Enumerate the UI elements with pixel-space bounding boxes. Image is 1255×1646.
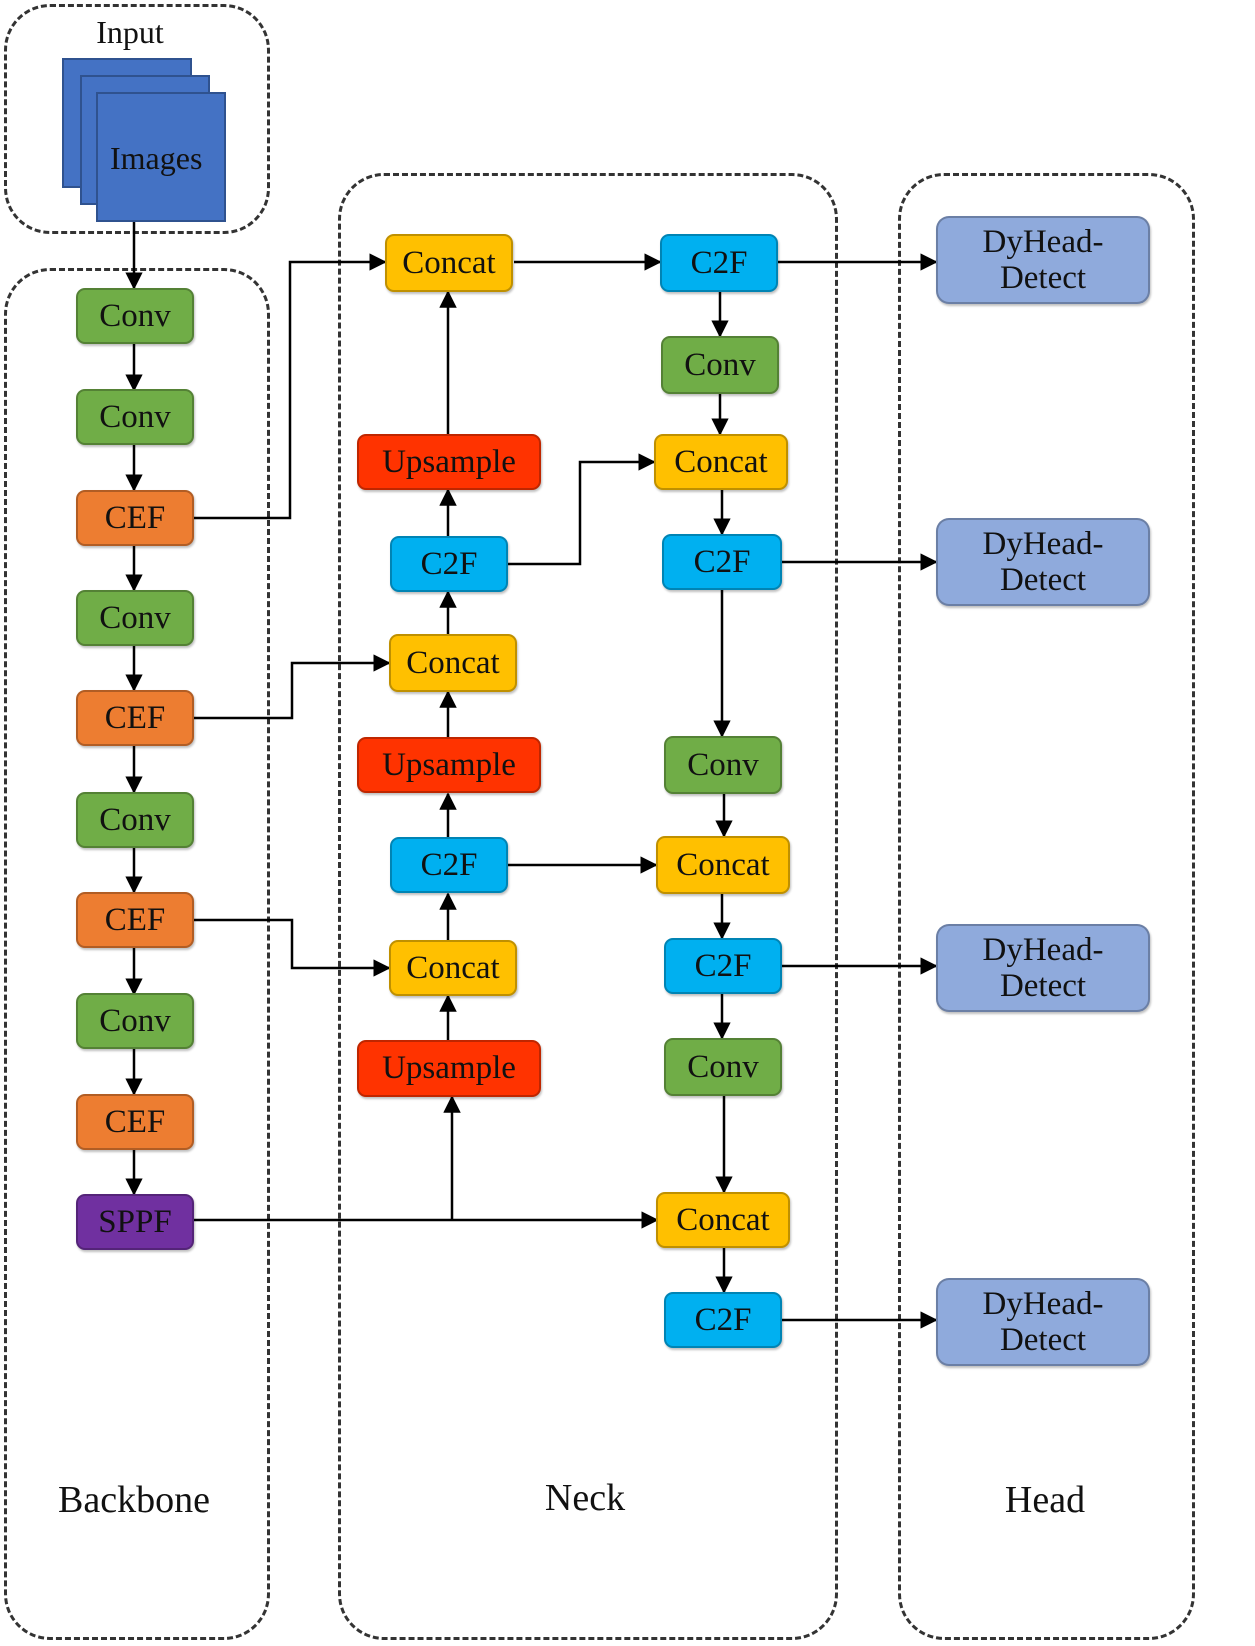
neck-right-concat-3: Concat — [656, 1192, 790, 1248]
neck-upsample-3: Upsample — [357, 1040, 541, 1097]
backbone-conv-4: Conv — [76, 792, 194, 848]
neck-right-concat-2: Concat — [656, 836, 790, 894]
neck-concat-1: Concat — [385, 234, 513, 292]
arrow-cef1-concat1 — [194, 253, 387, 520]
neck-right-concat-1: Concat — [654, 434, 788, 490]
backbone-sppf: SPPF — [76, 1194, 194, 1250]
backbone-conv-1: Conv — [76, 288, 194, 344]
neck-right-conv-3: Conv — [664, 1038, 782, 1096]
neck-right-c2f-4: C2F — [664, 1292, 782, 1348]
neck-upsample-2: Upsample — [357, 737, 541, 793]
head-group — [898, 173, 1195, 1640]
backbone-cef-4: CEF — [76, 1094, 194, 1150]
input-label: Input — [96, 14, 164, 50]
neck-concat-2: Concat — [389, 634, 517, 692]
backbone-conv-2: Conv — [76, 389, 194, 445]
input-group — [4, 4, 270, 234]
backbone-cef-1: CEF — [76, 490, 194, 546]
neck-c2f-2: C2F — [390, 837, 508, 893]
neck-upsample-1: Upsample — [357, 434, 541, 490]
neck-right-c2f-2: C2F — [662, 534, 782, 590]
neck-right-conv-2: Conv — [664, 736, 782, 794]
neck-right-conv-1: Conv — [661, 336, 779, 394]
neck-right-c2f-1: C2F — [660, 234, 778, 292]
head-dyhead-detect-2: DyHead- Detect — [936, 518, 1150, 606]
head-dyhead-detect-4: DyHead- Detect — [936, 1278, 1150, 1366]
backbone-conv-5: Conv — [76, 993, 194, 1049]
neck-group — [338, 173, 838, 1640]
neck-c2f-1: C2F — [390, 536, 508, 592]
image-stack-front — [96, 92, 226, 222]
arrow-cef2-concat2 — [194, 654, 391, 720]
arrow-cef3-concat3 — [194, 918, 391, 977]
backbone-group — [4, 268, 270, 1640]
head-dyhead-detect-3: DyHead- Detect — [936, 924, 1150, 1012]
images-label: Images — [110, 140, 203, 176]
backbone-cef-2: CEF — [76, 690, 194, 746]
backbone-cef-3: CEF — [76, 892, 194, 948]
neck-label: Neck — [544, 1477, 626, 1519]
neck-concat-3: Concat — [389, 940, 517, 996]
head-dyhead-detect-1: DyHead- Detect — [936, 216, 1150, 304]
backbone-conv-3: Conv — [76, 590, 194, 646]
neck-right-c2f-3: C2F — [664, 938, 782, 994]
arrow-c2f1-rconcat1 — [508, 453, 656, 566]
backbone-label: Backbone — [58, 1479, 210, 1521]
head-label: Head — [1004, 1479, 1086, 1521]
